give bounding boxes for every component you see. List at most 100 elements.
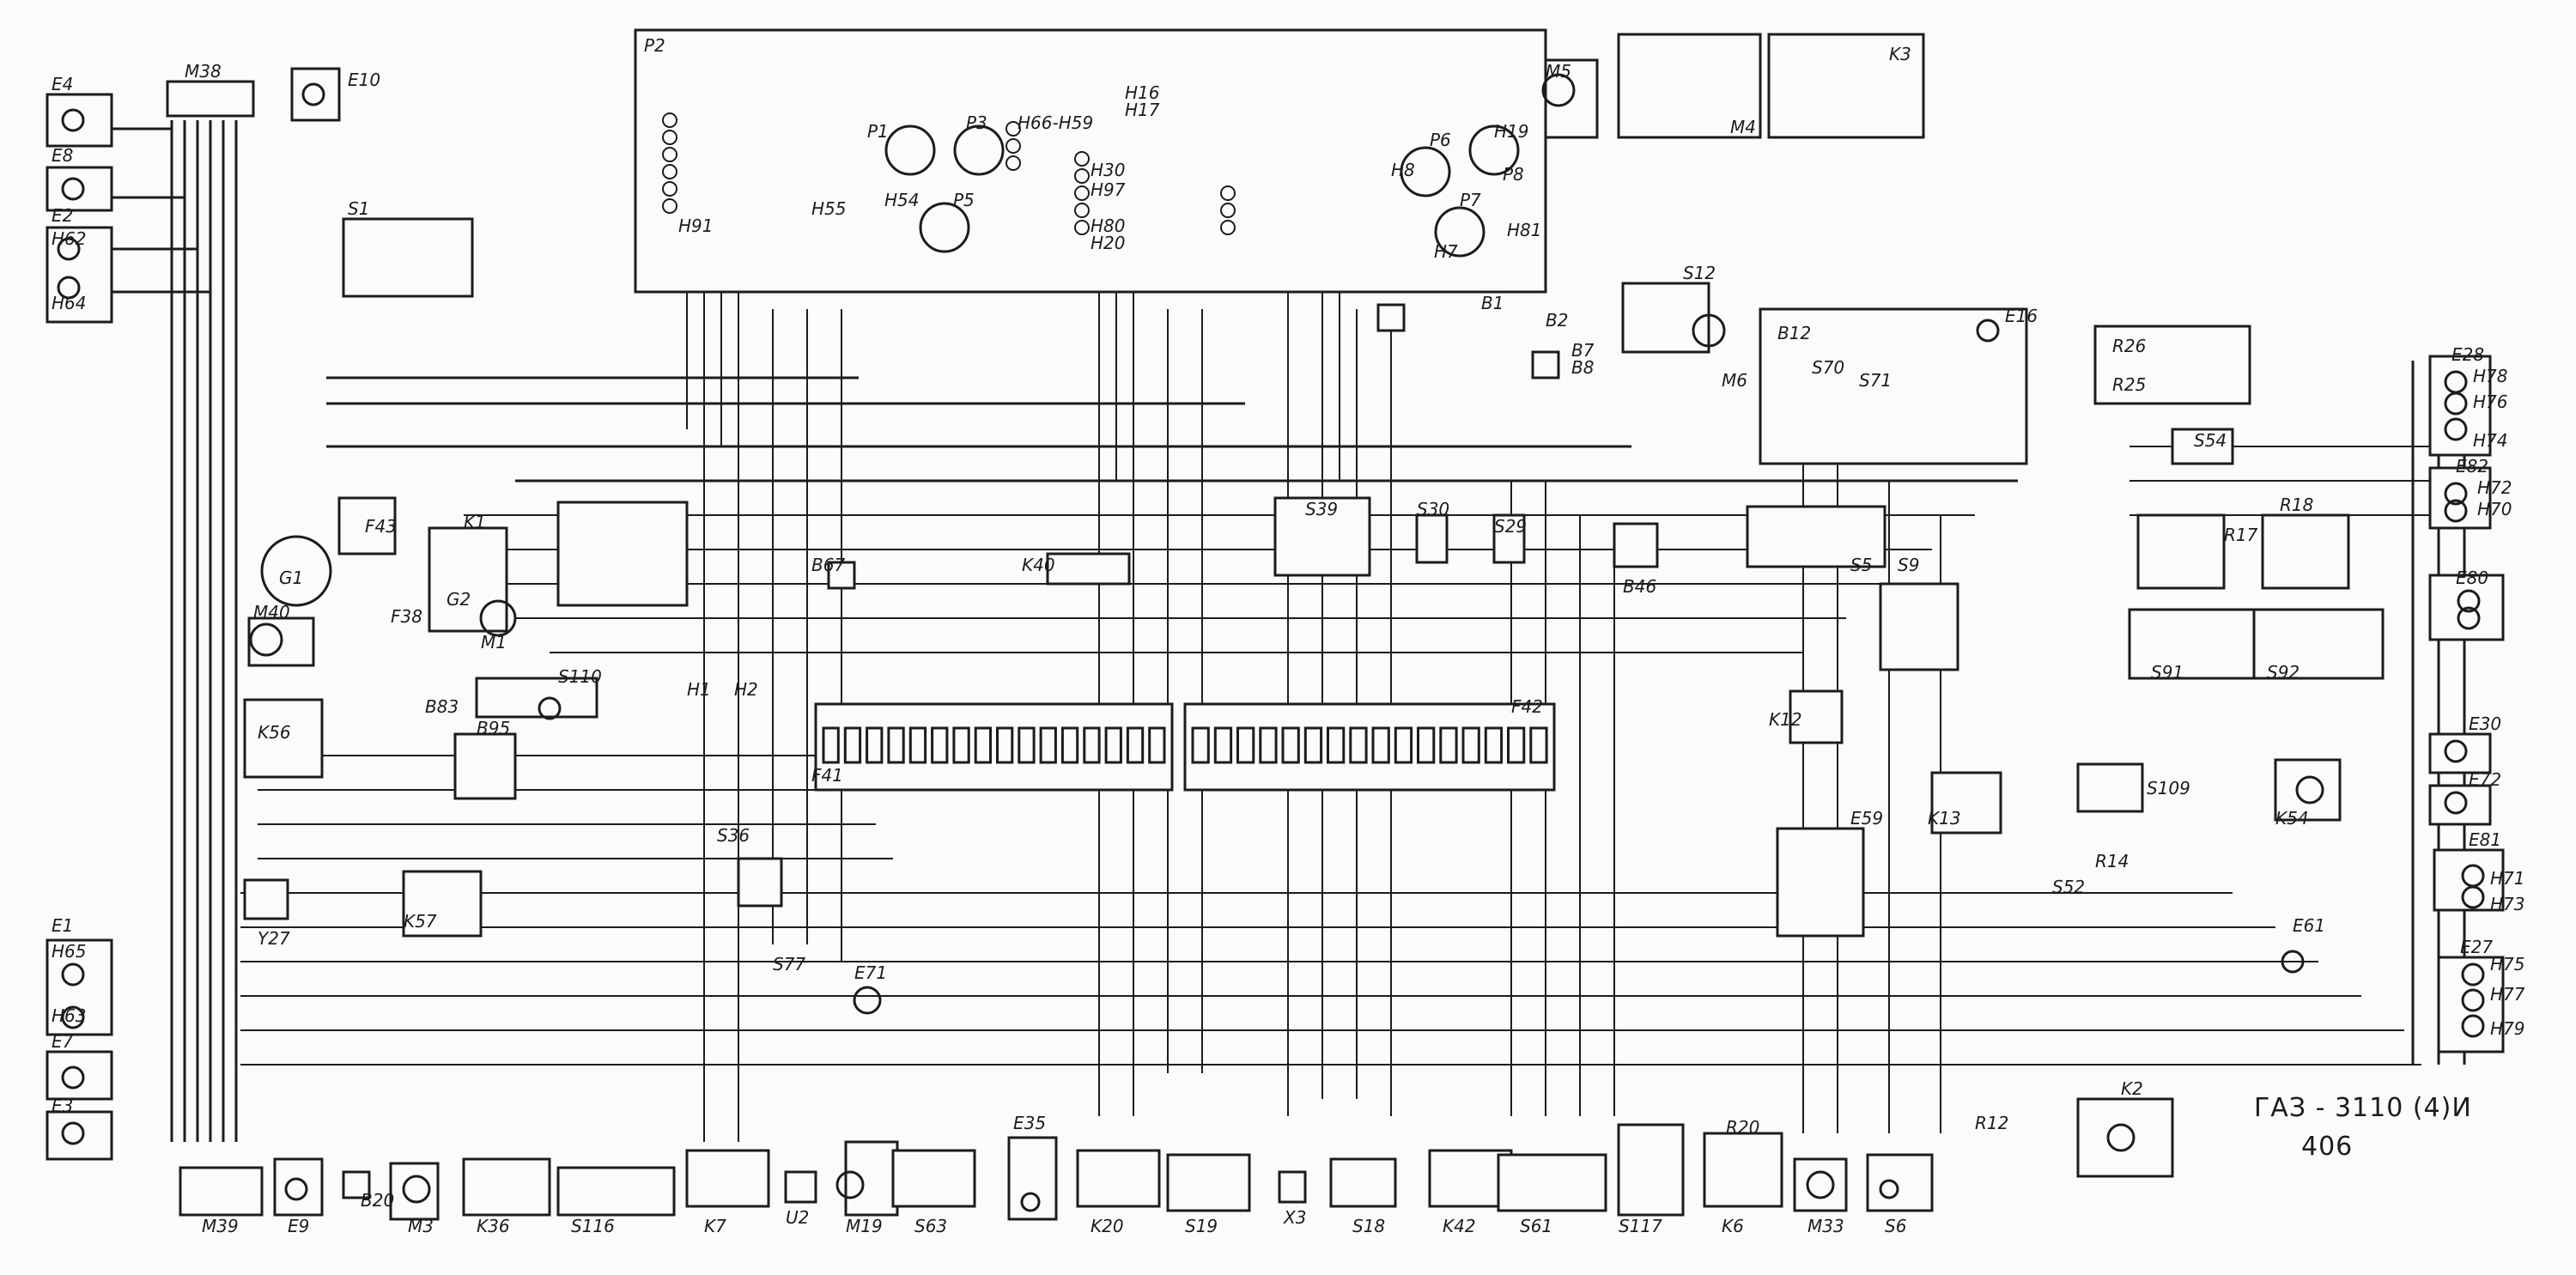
label-g2: G2 (447, 589, 471, 610)
label-k36: K36 (477, 1216, 510, 1236)
fuse-slot (1303, 726, 1323, 764)
label-h72: H72 (2477, 477, 2512, 498)
label-p5: P5 (953, 190, 975, 210)
label-h77: H77 (2490, 984, 2525, 1005)
label-f38: F38 (391, 606, 422, 627)
label-s109: S109 (2147, 778, 2190, 798)
label-e81: E81 (2469, 829, 2501, 850)
label-b7: B7 (1571, 340, 1595, 361)
label-h78: H78 (2473, 366, 2508, 386)
label-y27: Y27 (258, 928, 290, 949)
label-k56: K56 (258, 722, 291, 743)
label-s19: S19 (1185, 1216, 1218, 1236)
label-m33: M33 (1807, 1216, 1844, 1236)
label-s70: S70 (1812, 357, 1844, 378)
label-r18: R18 (2280, 495, 2313, 515)
fuse-slot (1507, 726, 1526, 764)
label-b20: B20 (361, 1190, 394, 1211)
fuse-slot (866, 726, 884, 764)
label-p1: P1 (867, 121, 889, 142)
label-h7: H7 (1434, 241, 1458, 262)
fuse-slot (1039, 726, 1057, 764)
label-m6: M6 (1722, 370, 1747, 391)
label-e7: E7 (52, 1031, 74, 1052)
label-s18: S18 (1352, 1216, 1385, 1236)
fuse-slot (822, 726, 840, 764)
component-boxes (46, 33, 2505, 1221)
label-e2: E2 (52, 205, 73, 226)
label-s54: S54 (2194, 430, 2227, 451)
fuse-slot (1126, 726, 1145, 764)
fuse-slot (1060, 726, 1079, 764)
label-b95: B95 (477, 718, 510, 738)
label-h73: H73 (2490, 894, 2525, 914)
fuse-slot (996, 726, 1014, 764)
label-p3: P3 (966, 112, 987, 133)
label-k1: K1 (464, 512, 486, 532)
model-caption-line2: 406 (2301, 1132, 2353, 1162)
fuse-slot (1461, 726, 1480, 764)
label-s1: S1 (348, 198, 369, 219)
label-k54: K54 (2275, 808, 2309, 829)
label-e27: E27 (2460, 937, 2493, 957)
label-r25: R25 (2112, 374, 2146, 395)
label-p8: P8 (1503, 164, 1524, 185)
fuse-slot (1349, 726, 1368, 764)
label-h16: H16 (1125, 82, 1160, 103)
label-m4: M4 (1730, 117, 1756, 137)
label-r12: R12 (1975, 1113, 2008, 1133)
label-k7: K7 (704, 1216, 726, 1236)
fuse-slot (1191, 726, 1210, 764)
label-e80: E80 (2456, 568, 2488, 588)
label-h30: H30 (1091, 160, 1126, 180)
label-s12: S12 (1683, 263, 1716, 283)
label-s116: S116 (571, 1216, 615, 1236)
label-h66-h59: H66-H59 (1018, 112, 1093, 133)
label-h79: H79 (2490, 1018, 2525, 1039)
label-b1: B1 (1481, 293, 1504, 313)
label-s29: S29 (1494, 516, 1527, 537)
label-h62: H62 (52, 228, 87, 249)
label-p6: P6 (1430, 130, 1451, 150)
label-e10: E10 (348, 70, 380, 90)
fuse-slot (887, 726, 905, 764)
label-e82: E82 (2456, 456, 2488, 477)
label-e9: E9 (288, 1216, 309, 1236)
label-h64: H64 (52, 293, 87, 313)
label-h65: H65 (52, 941, 87, 962)
label-m40: M40 (253, 602, 290, 622)
fuse-slot (1259, 726, 1278, 764)
fuse-slot (1104, 726, 1122, 764)
label-s9: S9 (1898, 555, 1919, 575)
label-u2: U2 (786, 1207, 809, 1228)
fuse-slot (1236, 726, 1255, 764)
fuse-slot (1083, 726, 1101, 764)
label-m1: M1 (481, 632, 507, 653)
label-r14: R14 (2095, 851, 2129, 871)
label-h70: H70 (2477, 499, 2512, 519)
label-s36: S36 (717, 825, 750, 846)
label-k3: K3 (1889, 44, 1911, 64)
fuse-slot (908, 726, 927, 764)
label-h81: H81 (1507, 220, 1542, 240)
fuse-slot (1484, 726, 1504, 764)
label-s5: S5 (1850, 555, 1872, 575)
fuse-slot (1281, 726, 1300, 764)
label-h63: H63 (52, 1005, 87, 1026)
label-h17: H17 (1125, 100, 1160, 120)
label-e4: E4 (52, 74, 73, 94)
label-m39: M39 (202, 1216, 239, 1236)
label-e61: E61 (2293, 915, 2325, 936)
component-symbols (57, 73, 2485, 1212)
label-m3: M3 (408, 1216, 434, 1236)
label-k6: K6 (1722, 1216, 1744, 1236)
label-s117: S117 (1619, 1216, 1662, 1236)
fuse-slot (1213, 726, 1233, 764)
label-b12: B12 (1777, 323, 1811, 343)
label-f41: F41 (811, 765, 843, 786)
label-s92: S92 (2267, 662, 2300, 683)
model-caption-line1: ГАЗ - 3110 (4)И (2254, 1093, 2472, 1123)
label-e1: E1 (52, 915, 73, 936)
label-g1: G1 (279, 568, 303, 588)
